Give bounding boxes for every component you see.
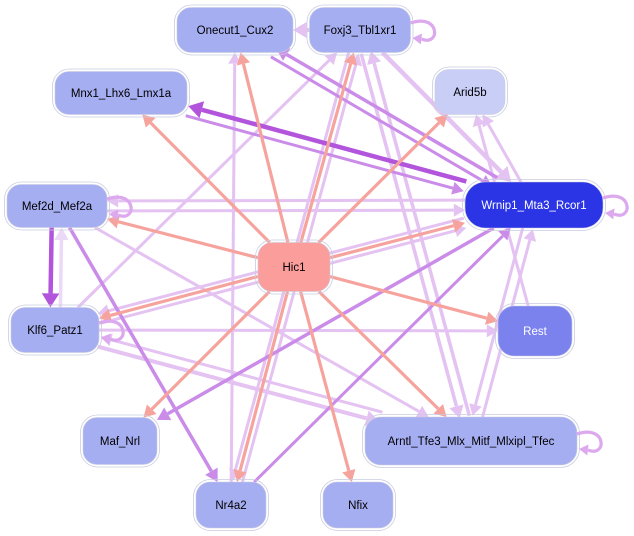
node-label-rest: Rest [523, 326, 547, 338]
edge-hic1-wrnip1 [329, 219, 465, 260]
edge-nr4a2-onecut [228, 52, 242, 483]
self-loop-layer [98, 19, 629, 456]
edge-hic1-klf6 [99, 274, 259, 322]
node-label-mef2d: Mef2d_Mef2a [22, 201, 93, 213]
edge-hic1-nfix [299, 291, 356, 482]
node-label-maf: Maf_Nrl [100, 436, 140, 448]
node-foxj3: Foxj3_Tbl1xr1 [306, 4, 414, 56]
edge-hic1-rest [329, 275, 498, 325]
self-loop-klf6 [98, 319, 125, 345]
edge-klf6-rest [98, 324, 498, 338]
node-mnx1: Mnx1_Lhx6_Lmx1a [52, 68, 190, 118]
edge-hic1-onecut [236, 52, 290, 243]
edge-hic1-nr4a2 [233, 291, 290, 482]
node-layer: Onecut1_Cux2 Foxj3_Tbl1xr1Mnx1_Lhx6_Lmx1a… [4, 4, 606, 531]
node-label-onecut: Onecut1_Cux2 [197, 25, 274, 37]
edge-klf6-mef2d [54, 227, 69, 308]
edge-mnx1-wrnip1 [185, 114, 464, 195]
node-nfix: Nfix [320, 479, 396, 531]
node-label-mnx1: Mnx1_Lhx6_Lmx1a [71, 88, 172, 100]
edge-nr4a2-wrnip1 [253, 228, 511, 484]
node-onecut: Onecut1_Cux2 [174, 4, 296, 56]
node-arid5b: Arid5b [432, 66, 508, 118]
node-label-klf6: Klf6_Patz1 [27, 325, 83, 337]
node-rest: Rest [495, 303, 575, 359]
edge-hic1-arid5b [317, 114, 448, 244]
edge-layer [41, 22, 537, 484]
node-label-hic1: Hic1 [282, 262, 305, 274]
edge-hic1-foxj3 [299, 52, 358, 243]
node-label-arid5b: Arid5b [453, 87, 486, 99]
node-nr4a2: Nr4a2 [193, 479, 269, 531]
node-label-nr4a2: Nr4a2 [215, 500, 246, 512]
node-maf: Maf_Nrl [80, 414, 160, 468]
edge-wrnip1-mnx1 [188, 101, 467, 184]
edge-hic1-arntl [317, 290, 447, 417]
self-loop-arntl [576, 430, 603, 456]
edge-hic1-mnx1 [142, 114, 271, 244]
edge-wrnip1-arid5b [482, 114, 523, 183]
node-hic1: Hic1 [255, 239, 333, 295]
self-loop-mef2d [106, 195, 133, 221]
self-loop-foxj3 [409, 19, 437, 45]
node-label-wrnip1: Wrnip1_Mta3_Rcor1 [481, 200, 586, 212]
node-wrnip1: Wrnip1_Mta3_Rcor1 [462, 179, 606, 231]
node-klf6: Klf6_Patz1 [8, 304, 102, 356]
edge-mef2d-klf6 [41, 227, 60, 308]
node-arntl: Arntl_Tfe3_Mlx_Mitf_Mlxipl_Tfec [362, 414, 580, 468]
edge-hic1-mef2d [107, 215, 259, 260]
edge-klf6-foxj3 [76, 52, 338, 309]
node-label-arntl: Arntl_Tfe3_Mlx_Mitf_Mlxipl_Tfec [388, 436, 555, 448]
edge-wrnip1-maf [157, 226, 495, 421]
self-loop-wrnip1 [602, 194, 629, 220]
edge-mef2d-nr4a2 [67, 226, 218, 482]
node-label-foxj3: Foxj3_Tbl1xr1 [324, 25, 397, 37]
edge-klf6-arntl [97, 344, 380, 427]
edge-hic1-maf [143, 290, 271, 418]
node-label-nfix: Nfix [348, 500, 368, 512]
node-mef2d: Mef2d_Mef2a [4, 181, 110, 231]
